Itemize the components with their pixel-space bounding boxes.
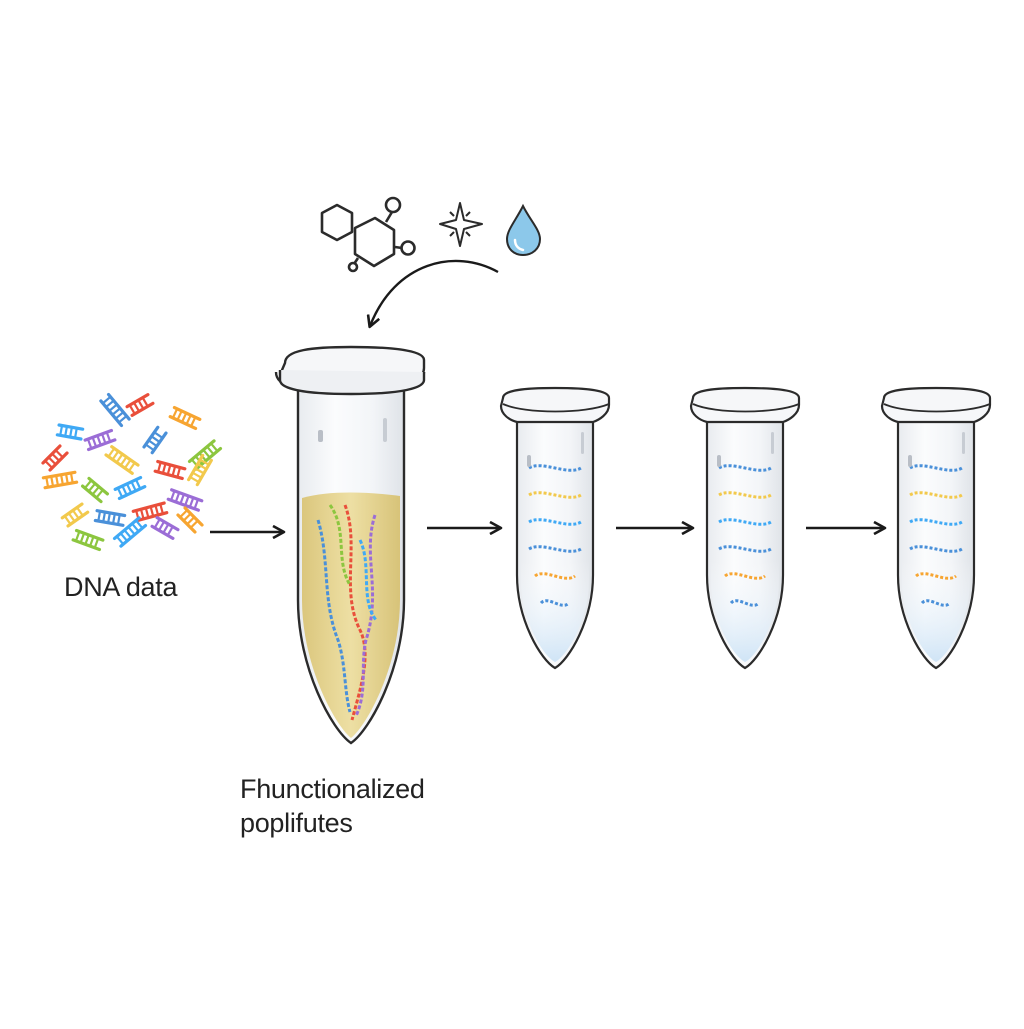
dna-strand xyxy=(718,545,772,553)
dna-strand xyxy=(718,491,772,499)
dna-strand xyxy=(354,514,377,717)
tube-small-3 xyxy=(880,386,992,670)
tube-strands xyxy=(316,504,378,721)
dna-fragment xyxy=(187,453,213,487)
dna-fragments xyxy=(41,392,223,552)
dna-strand xyxy=(729,599,761,607)
dna-fragment xyxy=(99,392,131,428)
tube-liquid xyxy=(302,492,400,738)
dna-fragment xyxy=(41,444,69,472)
dna-fragment xyxy=(150,516,180,540)
tube-caption-line2: poplifutes xyxy=(240,808,353,838)
dna-strand xyxy=(528,518,582,526)
dna-fragment xyxy=(187,439,223,471)
dna-strand xyxy=(718,464,772,472)
dna-strand xyxy=(915,572,957,580)
dna-fragment xyxy=(168,405,202,431)
dna-strand xyxy=(328,504,352,586)
reagent-arrow xyxy=(370,259,499,326)
tube-large xyxy=(274,345,426,745)
dna-fragment xyxy=(71,528,105,552)
tube-caption: Fhunctionalized poplifutes xyxy=(240,772,480,840)
dna-fragment xyxy=(176,506,204,534)
dna-strand xyxy=(528,545,582,553)
molecule-icon xyxy=(320,196,416,273)
dna-strand xyxy=(539,599,571,607)
tube-small-2 xyxy=(689,386,801,670)
dna-fragment xyxy=(83,428,117,452)
sparkle-icon xyxy=(439,202,483,247)
dna-fragment xyxy=(113,475,147,501)
dna-strand xyxy=(909,545,963,553)
dna-fragment xyxy=(93,509,127,527)
dna-fragment xyxy=(55,423,85,441)
dna-strand xyxy=(528,464,582,472)
dna-fragment xyxy=(153,459,187,481)
droplet-icon xyxy=(505,203,542,257)
dna-data-label: DNA data xyxy=(64,572,178,602)
tube-small-1 xyxy=(499,386,611,670)
dna-fragment xyxy=(131,501,169,523)
dna-strand xyxy=(909,464,963,472)
dna-strand xyxy=(724,572,766,580)
dna-fragment xyxy=(80,476,110,504)
dna-strand xyxy=(718,518,772,526)
dna-fragment xyxy=(41,470,79,490)
dna-strand xyxy=(534,572,576,580)
dna-fragment xyxy=(112,516,148,548)
tube-caption-line1: Fhunctionalized xyxy=(240,774,425,804)
dna-strand xyxy=(358,539,378,621)
dna-fragment xyxy=(104,445,140,475)
dna-strand xyxy=(909,491,963,499)
dna-strand xyxy=(920,599,952,607)
dna-strand xyxy=(909,518,963,526)
dna-fragment xyxy=(166,488,204,512)
dna-fragment xyxy=(125,393,155,417)
dna-fragment xyxy=(60,502,90,528)
dna-fragment xyxy=(142,425,168,455)
dna-strand xyxy=(528,491,582,499)
dna-strand xyxy=(316,519,352,713)
dna-strand xyxy=(343,504,367,721)
